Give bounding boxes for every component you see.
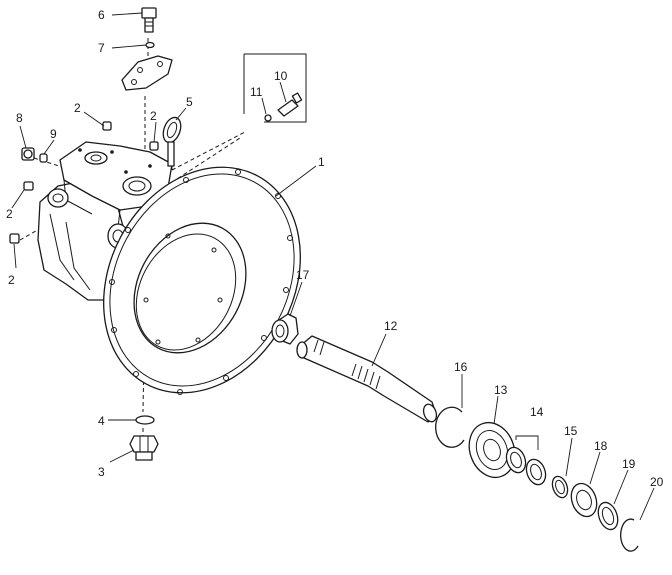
sensor-inset-box xyxy=(243,53,307,123)
callout-10: 10 xyxy=(274,69,288,83)
callout-1: 1 xyxy=(318,155,325,169)
callout-8: 8 xyxy=(16,111,23,125)
plug-parts-2 xyxy=(9,121,159,244)
snap-ring-part-16 xyxy=(435,406,465,448)
callout-14: 14 xyxy=(530,405,544,419)
bearing-part-17 xyxy=(271,313,299,345)
callout-3: 3 xyxy=(98,465,105,479)
o-ring-part-4 xyxy=(135,415,155,425)
callout-12: 12 xyxy=(384,319,398,333)
callout-5: 5 xyxy=(186,95,193,109)
callout-labels: 6 7 10 11 5 2 2 8 9 2 2 1 17 12 16 13 14… xyxy=(6,8,664,489)
washer-part-19 xyxy=(597,501,619,531)
callout-18: 18 xyxy=(594,439,608,453)
callout-15: 15 xyxy=(564,424,578,438)
sensor-part-10 xyxy=(277,92,303,117)
fitting-parts-8-9 xyxy=(21,147,48,163)
bolt-part-6 xyxy=(141,7,157,33)
o-ring-part-7 xyxy=(145,41,155,49)
callout-2-mid: 2 xyxy=(150,109,157,123)
callout-16: 16 xyxy=(454,360,468,374)
o-ring-part-11 xyxy=(264,114,272,122)
drain-plug-part-3 xyxy=(129,435,159,461)
callout-9: 9 xyxy=(50,127,57,141)
callout-4: 4 xyxy=(98,414,105,428)
leader-lines xyxy=(11,12,655,521)
callout-2-top: 2 xyxy=(74,101,81,115)
callout-7: 7 xyxy=(98,41,105,55)
callout-2-bottom: 2 xyxy=(8,273,15,287)
callout-19: 19 xyxy=(622,457,636,471)
callout-2-left: 2 xyxy=(6,207,13,221)
shims-part-14 xyxy=(505,435,547,486)
cover-plate xyxy=(121,55,173,91)
bearing-part-13 xyxy=(468,421,516,479)
ring-part-15 xyxy=(551,475,569,499)
callout-17: 17 xyxy=(296,268,310,282)
callout-13: 13 xyxy=(494,383,508,397)
pump-housing xyxy=(37,141,301,395)
callout-6: 6 xyxy=(98,8,105,22)
callout-11: 11 xyxy=(250,85,263,99)
callout-20: 20 xyxy=(650,475,664,489)
collar-part-18 xyxy=(570,482,598,518)
snap-ring-part-20 xyxy=(620,518,639,552)
flange-bolt-holes xyxy=(109,169,293,395)
eye-bolt-part-5 xyxy=(162,116,182,167)
shaft-part-12 xyxy=(296,335,438,423)
